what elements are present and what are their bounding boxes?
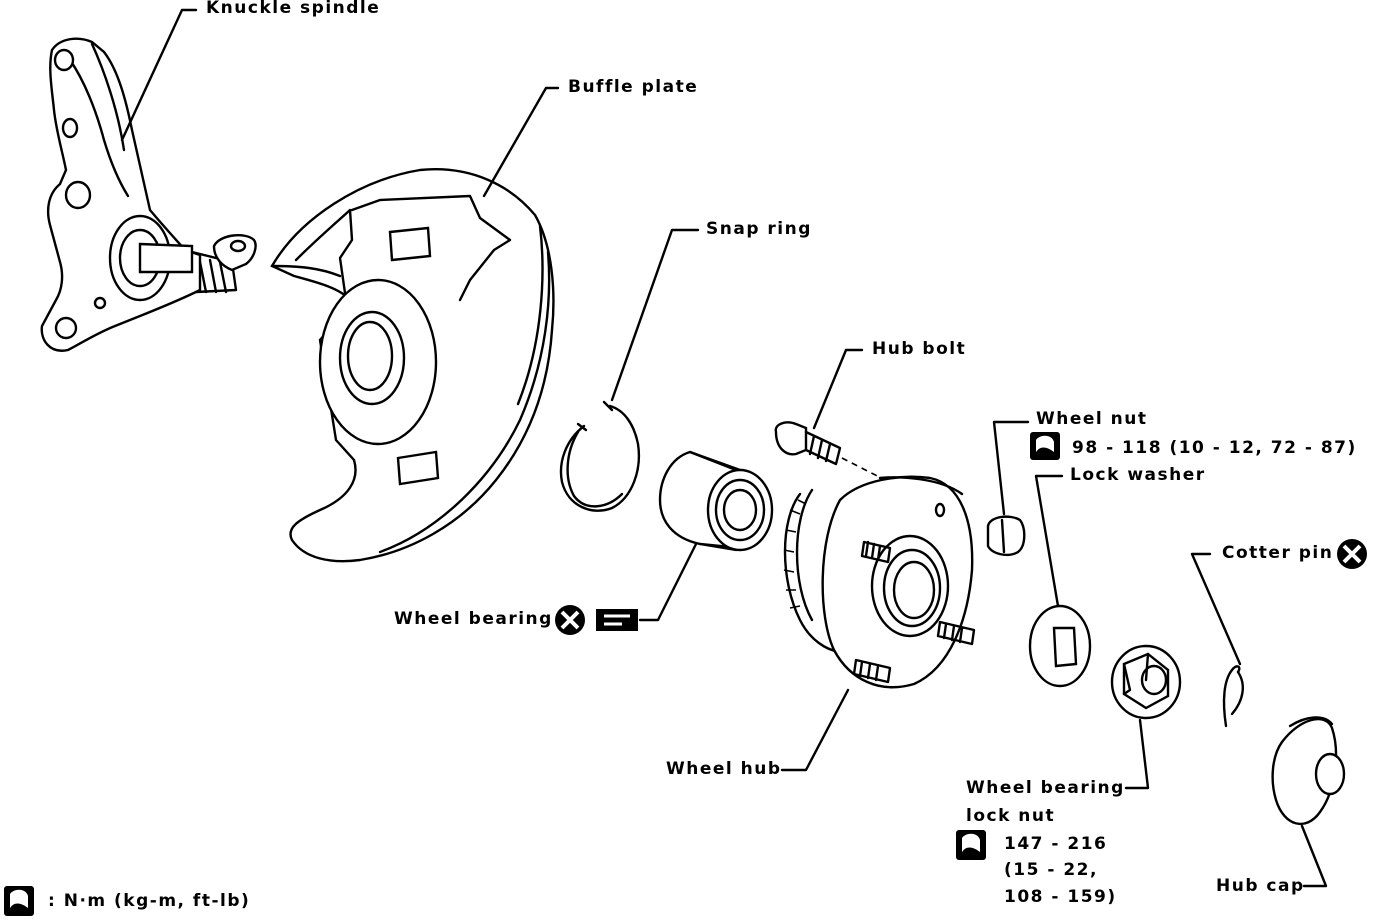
label-hub-cap: Hub cap — [1216, 876, 1305, 896]
label-lock-nut-torque-2: (15 - 22, — [1004, 860, 1098, 880]
label-wheel-bearing: Wheel bearing — [394, 609, 553, 629]
label-wheel-hub: Wheel hub — [666, 759, 782, 779]
cotter-pin-part — [1222, 665, 1244, 728]
label-lock-nut-torque-1: 147 - 216 — [1004, 834, 1108, 854]
label-lock-nut-torque-3: 108 - 159) — [1004, 887, 1117, 907]
replace-x-icon — [1337, 539, 1367, 569]
label-lock-nut-line1: Wheel bearing — [966, 778, 1125, 798]
label-lock-nut-line2: lock nut — [966, 806, 1056, 826]
grease-icon — [596, 609, 638, 631]
wheel-hub-part — [783, 475, 976, 689]
label-hub-bolt: Hub bolt — [872, 339, 967, 359]
legend-units: : N·m (kg-m, ft-lb) — [48, 891, 251, 911]
torque-wrench-icon — [4, 886, 34, 916]
baffle-plate-part — [270, 168, 555, 563]
knuckle-spindle-part — [40, 37, 257, 352]
label-lock-washer: Lock washer — [1070, 465, 1206, 485]
leader-lines — [120, 8, 1328, 888]
label-knuckle-spindle: Knuckle spindle — [206, 0, 381, 18]
torque-wrench-icon — [956, 830, 986, 860]
label-wheel-nut: Wheel nut — [1036, 409, 1148, 429]
label-wheel-nut-torque: 98 - 118 (10 - 12, 72 - 87) — [1072, 438, 1357, 458]
label-baffle-plate: Buffle plate — [568, 77, 699, 97]
label-cotter-pin: Cotter pin — [1222, 543, 1334, 563]
wheel-nut-part — [986, 515, 1026, 557]
snap-ring-part — [559, 400, 641, 512]
hub-cap-part — [1271, 716, 1346, 825]
replace-x-icon — [555, 605, 585, 635]
lock-washer-part — [1028, 604, 1092, 688]
torque-wrench-icon — [1030, 432, 1060, 460]
label-snap-ring: Snap ring — [706, 219, 812, 239]
wheel-bearing-part — [658, 450, 774, 552]
lock-nut-part — [1110, 644, 1182, 720]
